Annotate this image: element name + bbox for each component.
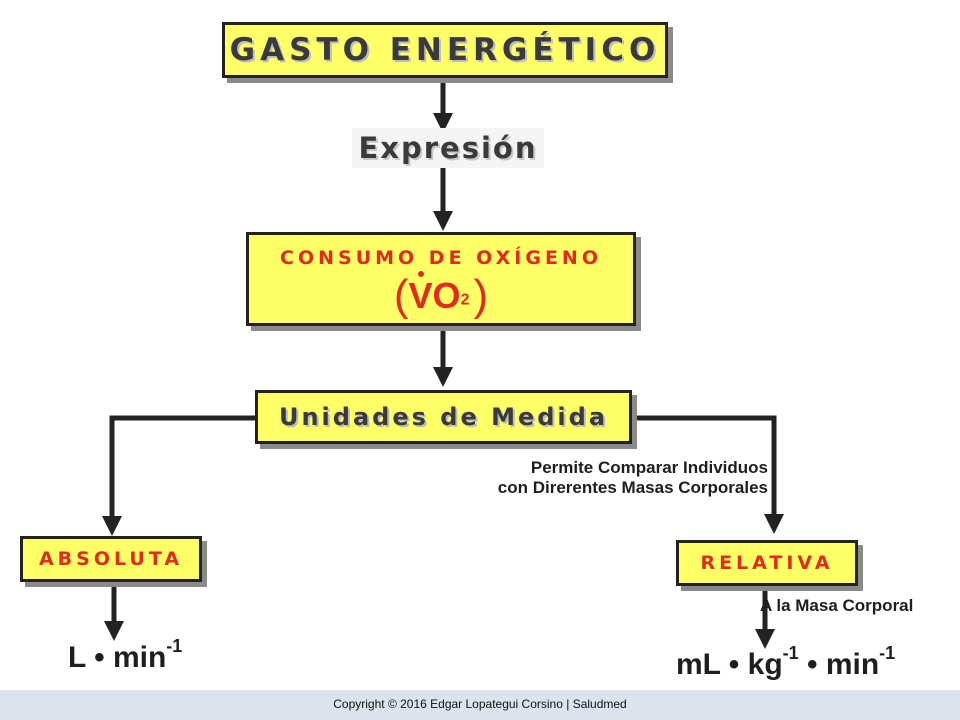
relative-unit-exp2: -1 — [879, 643, 896, 663]
relative-unit-part2: • min — [798, 648, 880, 681]
relative-unit-part1: mL • kg — [676, 648, 783, 681]
relative-box: RELATIVA — [676, 540, 858, 586]
relative-note: Permite Comparar Individuos con Direrent… — [430, 458, 768, 498]
consumption-box: CONSUMO DE OXÍGENO ( VO2) — [246, 232, 636, 326]
title-box: GASTO ENERGÉTICO — [222, 22, 668, 78]
vo2-v: V — [408, 271, 433, 317]
arrow-units-to-relative — [632, 415, 784, 534]
vo2-v-letter: V — [408, 275, 433, 316]
relative-qualifier: A la Masa Corporal — [760, 596, 914, 615]
footer-copyright: Copyright © 2016 Edgar Lopategui Corsino… — [333, 697, 627, 711]
vo2-dot — [417, 271, 424, 277]
expression-label-wrap: Expresión — [352, 128, 544, 168]
absolute-unit: L • min-1 — [68, 636, 182, 675]
absolute-unit-exp: -1 — [166, 636, 183, 656]
absolute-label: ABSOLUTA — [38, 548, 184, 570]
vo2-subscript: 2 — [460, 291, 470, 309]
absolute-box: ABSOLUTA — [20, 536, 202, 582]
relative-note-line1: Permite Comparar Individuos — [530, 458, 768, 477]
relative-label: RELATIVA — [700, 552, 834, 574]
relative-unit: mL • kg-1 • min-1 — [676, 643, 895, 682]
consumption-label: CONSUMO DE OXÍGENO — [280, 247, 602, 269]
vo2-paren-close: ) — [473, 271, 489, 320]
arrow-units-to-absolute — [102, 415, 255, 536]
relative-note-line2: con Direrentes Masas Corporales — [497, 478, 768, 497]
vo2-symbol: ( VO2) — [249, 271, 633, 321]
vo2-paren-open: ( — [393, 271, 409, 320]
relative-unit-exp1: -1 — [782, 643, 799, 663]
diagram-title: GASTO ENERGÉTICO — [229, 32, 661, 68]
vo2-o: O — [432, 275, 461, 316]
units-box: Unidades de Medida — [255, 390, 632, 444]
units-label: Unidades de Medida — [278, 403, 609, 431]
footer-bar: Copyright © 2016 Edgar Lopategui Corsino… — [0, 690, 960, 720]
absolute-unit-main: L • min — [68, 641, 167, 674]
expression-label: Expresión — [358, 131, 538, 165]
